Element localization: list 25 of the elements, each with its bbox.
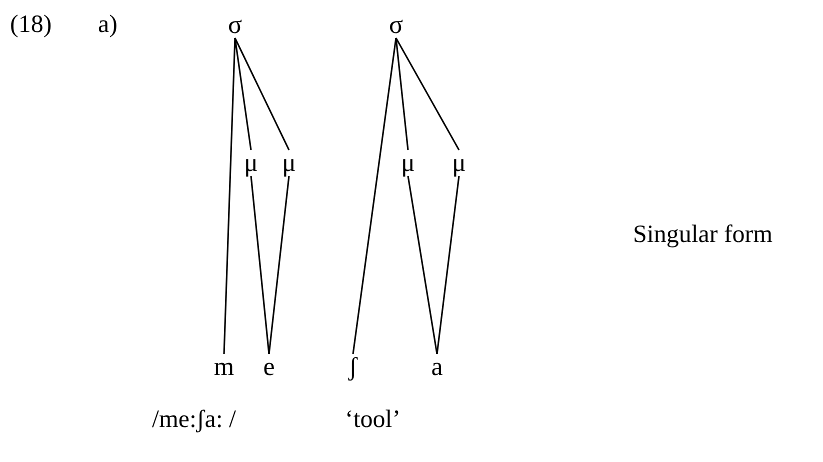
association-line	[352, 38, 397, 354]
tree-node-label: μ	[243, 150, 259, 176]
tree-node-label: σ	[226, 12, 244, 38]
example-number: (18)	[10, 10, 52, 40]
form-note: Singular form	[633, 220, 773, 250]
tree-node-label: a	[429, 354, 445, 380]
tree-node-label: μ	[451, 150, 467, 176]
association-line	[436, 176, 460, 354]
tree-node-label: σ	[387, 12, 405, 38]
association-line	[395, 38, 460, 150]
tree-node-label: ʃ	[347, 354, 359, 380]
gloss: ‘tool’	[345, 405, 401, 435]
tree-node-label: μ	[400, 150, 416, 176]
association-line	[407, 176, 438, 354]
phonemic-transcription: /me:ʃa: /	[152, 405, 236, 435]
sub-example-letter: a)	[98, 10, 118, 40]
association-line	[234, 38, 290, 150]
association-line	[234, 38, 252, 150]
tree-node-label: μ	[281, 150, 297, 176]
tree-node-label: e	[261, 354, 277, 380]
association-line	[250, 176, 270, 354]
association-line	[268, 176, 290, 354]
tree-node-label: m	[212, 354, 236, 380]
association-line	[395, 38, 409, 150]
association-line	[223, 38, 236, 354]
